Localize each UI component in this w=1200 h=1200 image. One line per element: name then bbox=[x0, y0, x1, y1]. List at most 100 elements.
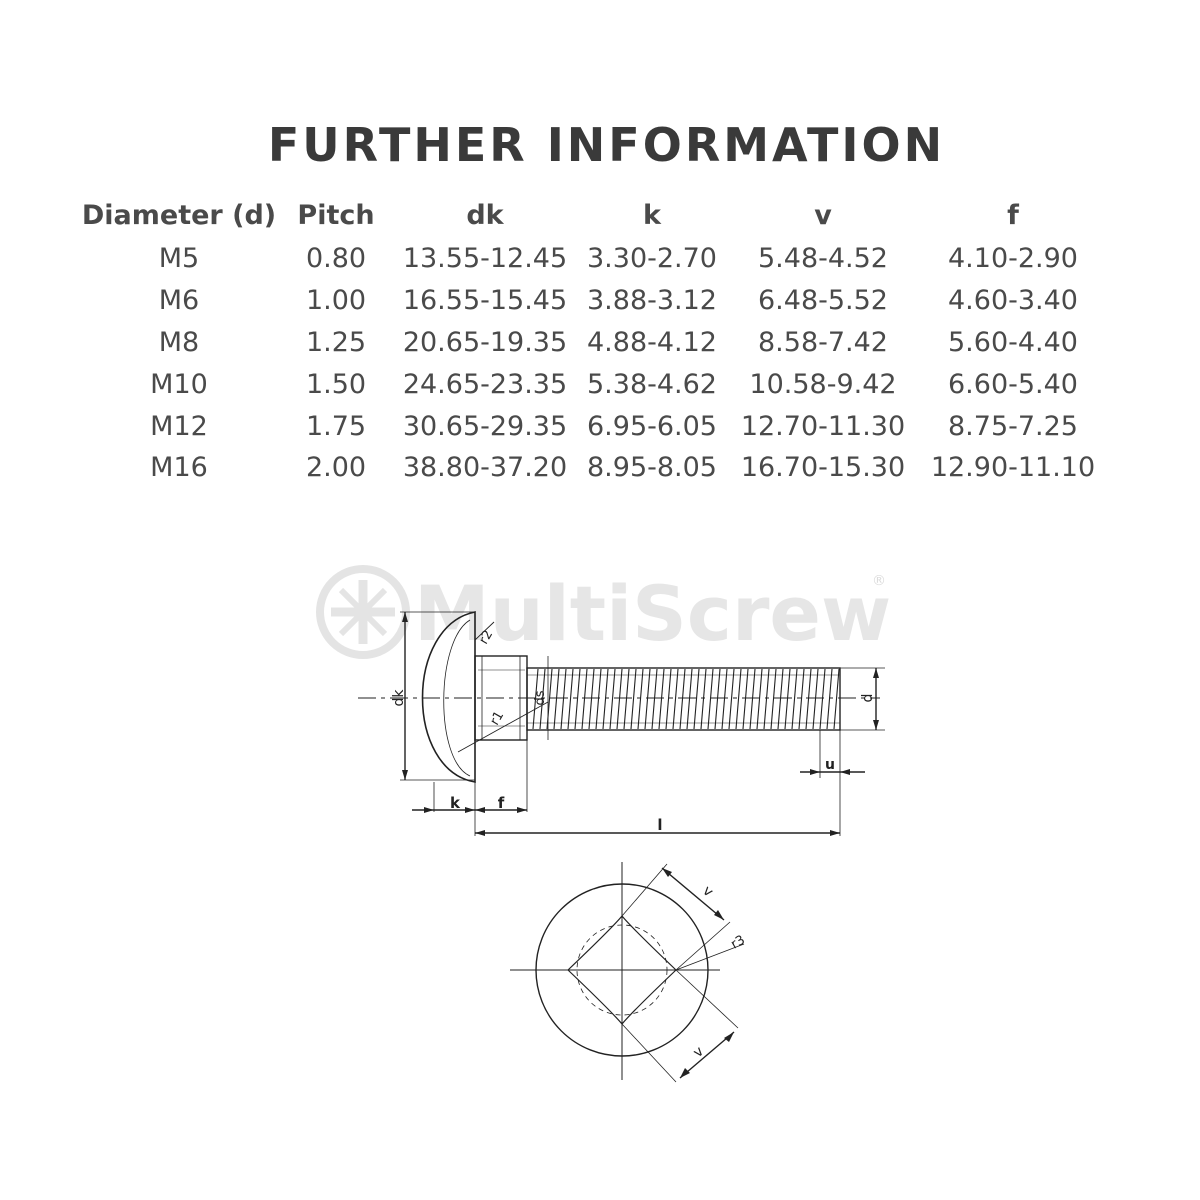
label-k: k bbox=[450, 794, 461, 812]
thread-line bbox=[616, 668, 623, 730]
thread-line bbox=[735, 668, 742, 730]
thread-line bbox=[637, 668, 644, 730]
table-header-row: Diameter (d) Pitch dk k v f bbox=[80, 192, 1108, 238]
table-cell: 10.58-9.42 bbox=[749, 368, 897, 400]
thread-line bbox=[672, 668, 679, 730]
table-cell: 6.60-5.40 bbox=[948, 368, 1078, 400]
table-cell: 12.90-11.10 bbox=[930, 452, 1096, 484]
thread-line bbox=[791, 668, 798, 730]
thread-line bbox=[805, 668, 812, 730]
table-cell: 20.65-19.35 bbox=[402, 326, 568, 358]
thread-line bbox=[567, 668, 574, 730]
table-cell: 13.55-12.45 bbox=[402, 243, 568, 275]
thread-line bbox=[798, 668, 805, 730]
table-cell: 4.10-2.90 bbox=[948, 243, 1078, 275]
table-row: M10 1.50 24.65-23.35 5.38-4.62 10.58-9.4… bbox=[80, 363, 1108, 405]
label-r1: r1 bbox=[487, 709, 507, 728]
watermark-registered-mark: ® bbox=[872, 573, 886, 589]
thread-line bbox=[721, 668, 728, 730]
table-cell: 3.88-3.12 bbox=[587, 285, 717, 317]
thread-line bbox=[574, 668, 581, 730]
dimension-arrows bbox=[402, 612, 879, 836]
table-cell: 0.80 bbox=[305, 243, 367, 275]
thread-line bbox=[539, 668, 546, 730]
label-r2: r2 bbox=[476, 628, 496, 647]
thread-line bbox=[826, 668, 833, 730]
thread-line bbox=[777, 668, 784, 730]
table-cell: 1.25 bbox=[305, 326, 367, 358]
table-cell: M12 bbox=[150, 410, 208, 442]
thread-line bbox=[819, 668, 826, 730]
table-cell: 38.80-37.20 bbox=[402, 452, 568, 484]
label-l: l bbox=[657, 816, 662, 834]
header-diameter: Diameter (d) bbox=[81, 199, 277, 231]
thread-line bbox=[560, 668, 567, 730]
watermark-logo bbox=[316, 565, 410, 659]
thread-line bbox=[658, 668, 665, 730]
table-cell: 1.75 bbox=[305, 410, 367, 442]
thread-line bbox=[763, 668, 770, 730]
table-cell: M10 bbox=[150, 368, 208, 400]
table-cell: M8 bbox=[158, 326, 200, 358]
thread-line bbox=[742, 668, 749, 730]
label-r3: r3 bbox=[729, 933, 748, 953]
label-v-top: v bbox=[699, 883, 716, 901]
spec-table: Diameter (d) Pitch dk k v f M5 0.80 13.5… bbox=[80, 192, 1108, 489]
bolt-thread bbox=[526, 667, 841, 731]
thread-line bbox=[595, 668, 602, 730]
thread-line bbox=[623, 668, 630, 730]
thread-line bbox=[532, 668, 539, 730]
thread-line bbox=[728, 668, 735, 730]
table-cell: 24.65-23.35 bbox=[402, 368, 568, 400]
table-cell: M6 bbox=[158, 285, 200, 317]
label-ds: ds bbox=[533, 690, 548, 705]
table-cell: 8.95-8.05 bbox=[587, 452, 717, 484]
label-f: f bbox=[498, 794, 505, 812]
table-cell: 1.50 bbox=[305, 368, 367, 400]
top-view-arrows bbox=[662, 868, 734, 1078]
header-v: v bbox=[814, 199, 832, 231]
table-cell: 2.00 bbox=[305, 452, 367, 484]
table-row: M16 2.00 38.80-37.20 8.95-8.05 16.70-15.… bbox=[80, 447, 1108, 489]
thread-line bbox=[833, 668, 840, 730]
thread-line bbox=[651, 668, 658, 730]
table-row: M12 1.75 30.65-29.35 6.95-6.05 12.70-11.… bbox=[80, 405, 1108, 447]
table-cell: 5.60-4.40 bbox=[948, 326, 1078, 358]
page-title: FURTHER INFORMATION bbox=[267, 118, 946, 172]
table-cell: 16.70-15.30 bbox=[740, 452, 906, 484]
thread-line bbox=[749, 668, 756, 730]
table-cell: 1.00 bbox=[305, 285, 367, 317]
thread-line bbox=[581, 668, 588, 730]
watermark-text: MultiScrew bbox=[414, 569, 891, 658]
bolt-side-view bbox=[358, 611, 885, 836]
table-cell: 12.70-11.30 bbox=[740, 410, 906, 442]
thread-line bbox=[686, 668, 693, 730]
thread-line bbox=[812, 668, 819, 730]
header-pitch: Pitch bbox=[297, 199, 375, 231]
table-cell: 8.75-7.25 bbox=[948, 410, 1078, 442]
table-row: M5 0.80 13.55-12.45 3.30-2.70 5.48-4.52 … bbox=[80, 238, 1108, 280]
thread-line bbox=[707, 668, 714, 730]
thread-line bbox=[588, 668, 595, 730]
header-k: k bbox=[643, 199, 661, 231]
thread-line bbox=[665, 668, 672, 730]
table-cell: M5 bbox=[158, 243, 200, 275]
header-dk: dk bbox=[466, 199, 504, 231]
thread-line bbox=[609, 668, 616, 730]
thread-line bbox=[756, 668, 763, 730]
table-row: M6 1.00 16.55-15.45 3.88-3.12 6.48-5.52 … bbox=[80, 280, 1108, 322]
table-cell: 4.88-4.12 bbox=[587, 326, 717, 358]
table-cell: 8.58-7.42 bbox=[758, 326, 888, 358]
bolt-top-view bbox=[510, 862, 745, 1083]
thread-line bbox=[700, 668, 707, 730]
thread-line bbox=[714, 668, 721, 730]
table-cell: 16.55-15.45 bbox=[402, 285, 568, 317]
table-cell: 6.48-5.52 bbox=[758, 285, 888, 317]
thread-line bbox=[630, 668, 637, 730]
table-row: M8 1.25 20.65-19.35 4.88-4.12 8.58-7.42 … bbox=[80, 322, 1108, 364]
label-d: d bbox=[860, 694, 876, 703]
table-cell: 5.48-4.52 bbox=[758, 243, 888, 275]
thread-line bbox=[553, 668, 560, 730]
label-v-bottom: v bbox=[690, 1043, 707, 1061]
